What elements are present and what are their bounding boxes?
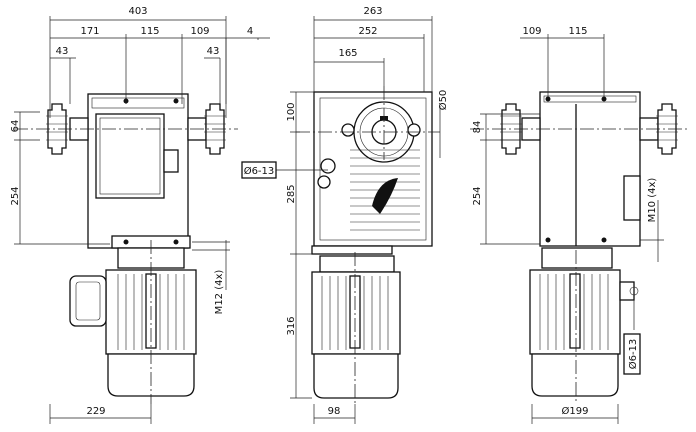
dim-front-dia6-13: Ø6-13 (244, 165, 275, 177)
dim-side-m12: M12 (4x) (214, 270, 225, 315)
rear-fan-cover (531, 353, 619, 397)
dim-side-254: 254 (10, 186, 21, 205)
front-fan-cover (313, 353, 399, 399)
dim-front-100: 100 (286, 102, 297, 121)
dim-front-316: 316 (286, 316, 297, 335)
dim-rear-dia6-13: Ø6-13 (627, 339, 639, 370)
front-view: 263 252 165 100 285 316 98 Ø50 Ø6-13 (241, 6, 449, 424)
dim-rear-254: 254 (472, 186, 483, 205)
rear-motor-adapter (541, 247, 613, 269)
side-cable-gland (163, 149, 179, 173)
dim-side-43-left: 43 (56, 46, 69, 57)
side-sprocket-left (47, 103, 67, 155)
rear-view: 109 115 84 254 Ø199 M10 (4x) Ø6-13 (470, 26, 690, 424)
dim-front-263: 263 (363, 6, 382, 17)
dim-front-252: 252 (358, 26, 377, 37)
dim-front-98: 98 (328, 406, 341, 417)
front-logo (372, 178, 398, 214)
dim-rear-m10: M10 (4x) (647, 178, 658, 223)
dim-rear-115: 115 (568, 26, 587, 37)
rear-sprocket-right (657, 103, 677, 155)
dim-rear-dia199: Ø199 (562, 405, 589, 417)
dim-side-229: 229 (86, 406, 105, 417)
rear-gearbox-housing (539, 91, 641, 247)
side-motor-terminal-box (69, 275, 107, 327)
dim-side-171: 171 (80, 26, 99, 37)
dim-side-overall: 403 (128, 6, 147, 17)
dim-side-43-right: 43 (207, 46, 220, 57)
side-terminal-box (95, 113, 165, 199)
dim-front-165: 165 (338, 48, 357, 59)
rear-dia-callout-box (623, 333, 641, 375)
dim-side-109: 109 (190, 26, 209, 37)
dim-front-285: 285 (286, 184, 297, 203)
dim-rear-84: 84 (472, 121, 483, 134)
dim-rear-109: 109 (522, 26, 541, 37)
front-base-flange (311, 245, 393, 255)
front-cable-entry (320, 158, 336, 174)
dim-front-dia50: Ø50 (437, 90, 449, 111)
side-view: 403 171 115 109 4 43 43 64 254 229 M12 (… (10, 6, 270, 424)
dim-side-4: 4 (247, 26, 253, 37)
dim-side-64: 64 (10, 120, 21, 133)
rear-side-bracket (623, 175, 641, 221)
rear-cable-gland (619, 281, 635, 301)
front-dia-callout-box (241, 161, 277, 179)
dim-side-115: 115 (140, 26, 159, 37)
front-motor-adapter (319, 255, 395, 273)
